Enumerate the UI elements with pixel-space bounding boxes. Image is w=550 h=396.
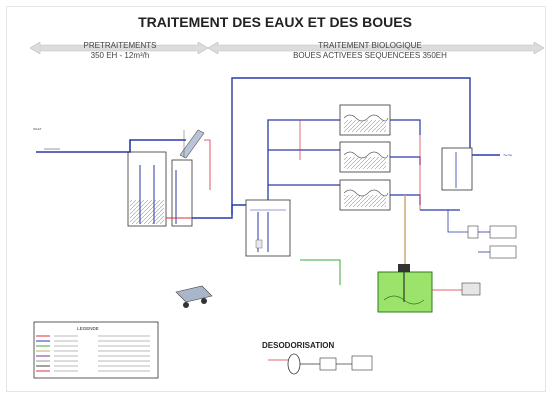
legend-box: LEGENDE	[33, 321, 159, 379]
diagram-title: TRAITEMENT DES EAUX ET DES BOUES	[138, 14, 412, 30]
deodorization-label: DESODORISATION	[262, 341, 335, 350]
legend-title: LEGENDE	[77, 326, 99, 331]
waste-trailer	[175, 285, 213, 308]
sludge-line	[300, 195, 406, 285]
inlet-pipe: INLET	[33, 127, 186, 153]
sbr-reactor-1	[339, 104, 391, 136]
pretreatment-label: PRETRAITEMENTS	[83, 41, 157, 50]
grit-tank	[171, 159, 193, 227]
pretreatment-capacity: 350 EH - 12m³/h	[90, 51, 150, 60]
biological-process: BOUES ACTIVEES SEQUENCEES 350EH	[293, 51, 447, 60]
sludge-evacuation	[432, 282, 481, 296]
pretreatment-to-buffer	[192, 204, 246, 219]
outfall-line: ~~	[472, 151, 513, 160]
top-return-pipe	[231, 77, 471, 215]
biological-banner	[208, 42, 544, 54]
potable-water-branch	[447, 210, 517, 259]
reactor-feed-lines	[267, 119, 340, 200]
reactor-outlet-lines	[390, 119, 460, 211]
biological-label: TRAITEMENT BIOLOGIQUE	[318, 41, 422, 50]
river-icon: ~~	[503, 151, 513, 160]
lifting-station	[127, 151, 167, 227]
sludge-storage-tank	[377, 264, 433, 313]
buffer-tank	[245, 199, 291, 257]
sbr-reactor-3	[339, 179, 391, 211]
sbr-reactor-2	[339, 141, 391, 173]
pretreatment-banner	[30, 42, 208, 54]
svg-text:INLET: INLET	[33, 127, 42, 131]
treated-water-tank	[441, 147, 473, 191]
deodorization-unit: DESODORISATION	[262, 341, 373, 375]
screening-unit	[179, 129, 205, 159]
